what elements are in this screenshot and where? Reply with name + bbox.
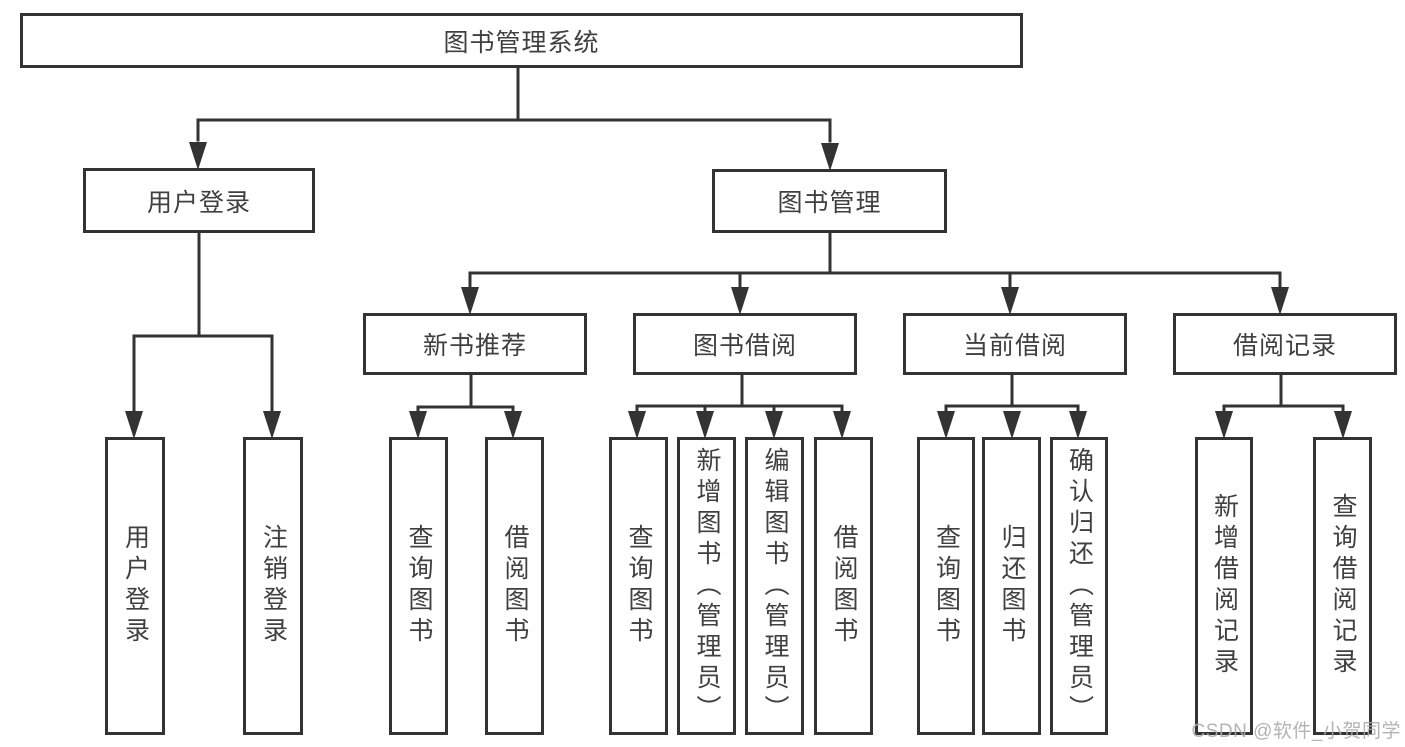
arrowhead	[765, 411, 783, 439]
node-book-management-module: 图书管理	[712, 169, 947, 233]
connector-user-login-to-leaves	[125, 231, 281, 439]
connector-root-to-level1	[189, 66, 839, 171]
arrowhead	[461, 287, 479, 315]
connector-book-management-to-level2	[461, 231, 1289, 315]
node-label: 新增图书（管理员）	[693, 446, 721, 726]
arrowhead	[263, 411, 281, 439]
node-leaf-confirm-return-admin: 确认归还（管理员）	[1050, 437, 1108, 735]
node-label: 借阅图书	[830, 524, 858, 648]
node-leaf-add-borrow-record: 新增借阅记录	[1195, 437, 1253, 735]
node-user-login-module: 用户登录	[83, 168, 315, 233]
node-leaf-current-query-books: 查询图书	[917, 437, 975, 735]
node-leaf-add-books-admin: 新增图书（管理员）	[677, 437, 736, 735]
node-label: 当前借阅	[962, 332, 1067, 360]
arrowhead	[409, 411, 427, 439]
connector-borrow-records-to-leaves	[1215, 373, 1352, 439]
node-label: 图书管理系统	[443, 28, 600, 57]
node-label: 用户登录	[121, 524, 150, 648]
arrowhead	[1334, 411, 1352, 439]
node-new-book-recommend: 新书推荐	[363, 313, 587, 375]
csdn-watermark: CSDN @软件_小贺同学	[1191, 721, 1401, 742]
node-label: 新增借阅记录	[1210, 493, 1239, 679]
node-label: 查询图书	[625, 524, 653, 648]
arrowhead	[189, 142, 207, 170]
arrowhead	[696, 411, 714, 439]
node-book-borrow: 图书借阅	[633, 313, 857, 375]
node-label: 新书推荐	[422, 332, 527, 360]
connector-book-borrow-to-leaves	[628, 373, 851, 439]
node-leaf-user-login: 用户登录	[105, 437, 165, 735]
node-library-management-system: 图书管理系统	[20, 13, 1023, 68]
arrowhead	[1001, 287, 1019, 315]
node-leaf-edit-books-admin: 编辑图书（管理员）	[745, 437, 804, 735]
arrowhead	[821, 143, 839, 171]
node-label: 查询图书	[405, 524, 433, 648]
arrowhead	[731, 287, 749, 315]
node-label: 编辑图书（管理员）	[761, 446, 789, 726]
node-label: 查询图书	[932, 524, 961, 648]
node-label: 查询借阅记录	[1329, 493, 1357, 679]
node-leaf-recommend-borrow-books: 借阅图书	[485, 437, 544, 735]
node-label: 确认归还（管理员）	[1065, 446, 1094, 726]
node-label: 图书借阅	[692, 332, 797, 360]
arrowhead	[504, 411, 522, 439]
node-current-borrow: 当前借阅	[903, 313, 1127, 375]
node-leaf-recommend-query-books: 查询图书	[389, 437, 448, 735]
connector-current-borrow-to-leaves	[937, 373, 1087, 439]
arrowhead	[628, 411, 646, 439]
arrowhead	[1069, 411, 1087, 439]
node-leaf-borrow-books: 借阅图书	[814, 437, 873, 735]
arrowhead	[1215, 411, 1233, 439]
node-label: 借阅记录	[1232, 332, 1337, 360]
node-label: 归还图书	[998, 524, 1026, 648]
node-borrow-records: 借阅记录	[1173, 313, 1397, 375]
node-leaf-borrow-query-books: 查询图书	[609, 437, 668, 735]
arrowhead	[833, 411, 851, 439]
node-leaf-query-borrow-record: 查询借阅记录	[1313, 437, 1372, 735]
connector-new-book-recommend-to-leaves	[409, 373, 522, 439]
arrowhead	[125, 411, 143, 439]
node-label: 图书管理	[777, 189, 882, 217]
node-leaf-logout: 注销登录	[243, 437, 303, 735]
node-leaf-return-books: 归还图书	[982, 437, 1041, 735]
node-label: 注销登录	[259, 524, 288, 648]
arrowhead	[937, 411, 955, 439]
arrowhead	[1003, 411, 1021, 439]
node-label: 用户登录	[146, 188, 251, 217]
arrowhead	[1271, 287, 1289, 315]
node-label: 借阅图书	[501, 524, 529, 648]
